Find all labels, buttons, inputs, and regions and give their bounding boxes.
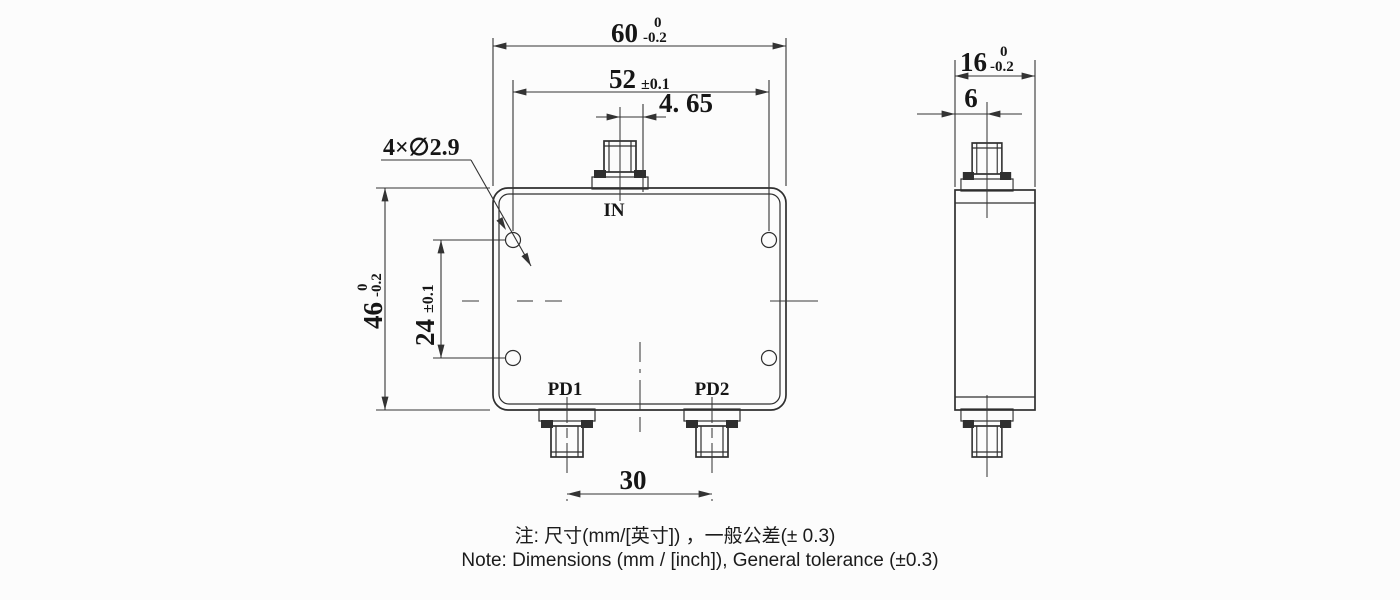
dim-overall-depth: 16 0 -0.2: [954, 44, 1036, 187]
port-label-pd2: PD2: [695, 379, 730, 400]
dim-30-text: 30: [620, 465, 647, 495]
notes-block: 注: 尺寸(mm/[英寸]) ，一般公差(± 0.3) Note: Dimens…: [461, 525, 938, 571]
dim-16-text: 16: [960, 47, 987, 77]
port-label-in: IN: [603, 200, 624, 221]
hole-callout-text: 4×∅2.9: [383, 135, 460, 161]
side-body-outline: [954, 189, 1036, 411]
dim-60-tol-lower: -0.2: [643, 30, 667, 46]
leader-arrowhead: [496, 217, 506, 230]
dim-46-tol-lower: -0.2: [369, 273, 385, 297]
dim-overall-width: 60 0 -0.2: [492, 15, 787, 186]
dim-60-tol-upper: 0: [654, 15, 662, 31]
dim-6-text: 6: [964, 83, 978, 113]
dim-24-tol: ±0.1: [420, 284, 437, 313]
note-line-en: Note: Dimensions (mm / [inch]), General …: [461, 550, 938, 571]
mount-hole-bottom-right: [760, 349, 778, 367]
dim-hole-span-x: 52 ±0.1: [512, 64, 770, 231]
port-label-pd1: PD1: [548, 379, 583, 400]
mount-hole-bottom-left: [504, 349, 522, 367]
dim-connector-offset: 6: [917, 83, 1022, 118]
front-view: IN PD1 PD2: [462, 107, 818, 501]
dim-46-text: 46: [358, 302, 388, 329]
note-line-cn: 注: 尺寸(mm/[英寸]) ，一般公差(± 0.3): [515, 525, 836, 547]
dim-hole-span-y: 24 ±0.1: [410, 239, 505, 359]
dim-16-tol-upper: 0: [1000, 44, 1008, 60]
dim-overall-height: 46 0 -0.2: [355, 187, 490, 411]
dim-52-text: 52: [609, 64, 636, 94]
side-view: [954, 102, 1036, 477]
mount-hole-top-left: [504, 231, 522, 249]
dim-60-text: 60: [611, 18, 638, 48]
dim-4-65-text: 4. 65: [659, 88, 713, 118]
dim-16-tol-lower: -0.2: [990, 59, 1014, 75]
dim-24-text: 24: [410, 319, 440, 346]
dim-output-spacing: 30: [566, 465, 713, 498]
housing-outline: [492, 187, 787, 411]
dim-52-tol: ±0.1: [641, 76, 670, 93]
mount-holes-callout: 4×∅2.9: [381, 135, 532, 267]
dim-input-offset: 4. 65: [596, 88, 713, 192]
mount-hole-top-right: [760, 231, 778, 249]
dim-46-tol-upper: 0: [355, 284, 371, 292]
